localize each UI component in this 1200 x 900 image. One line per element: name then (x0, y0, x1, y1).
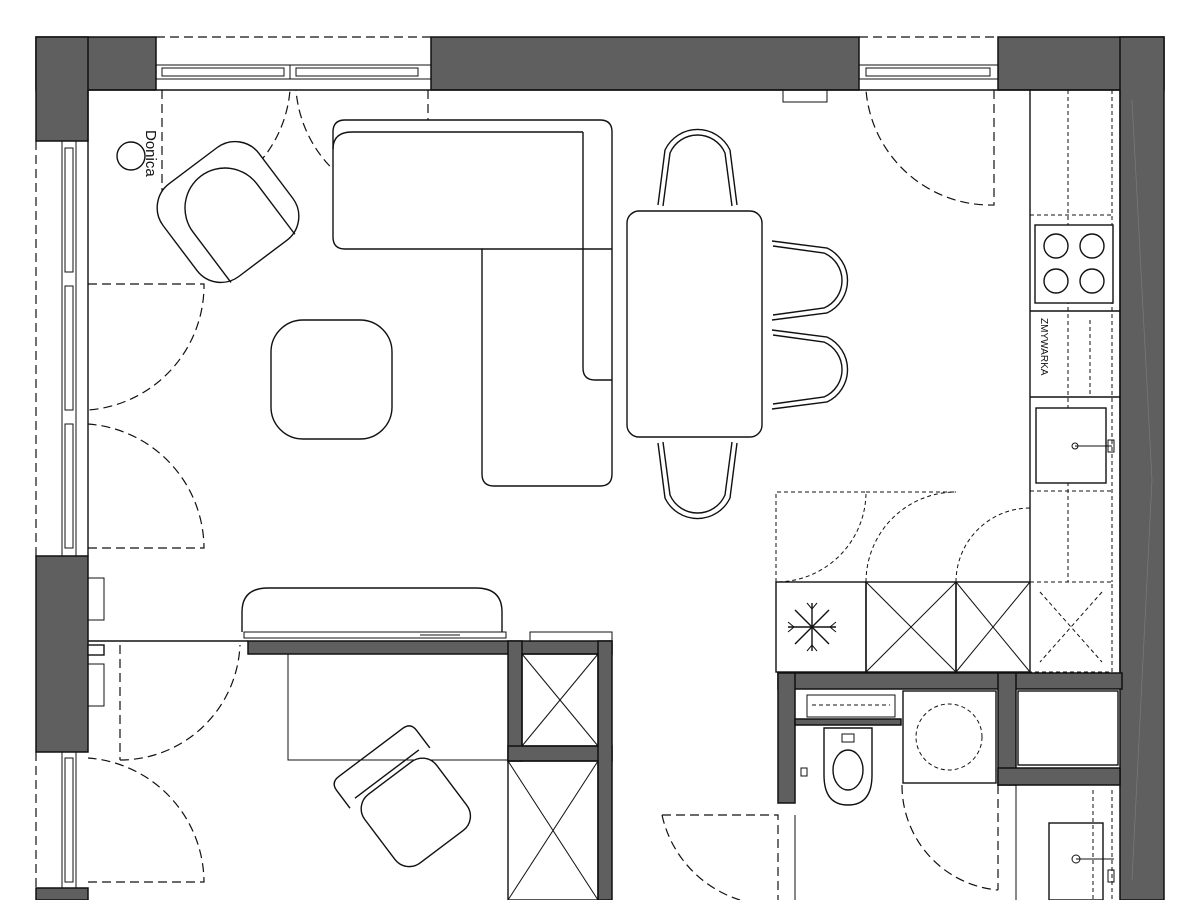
wall-hatching (1131, 99, 1153, 881)
wall-bathroom-ledge (794, 718, 902, 726)
planter: Donica (116, 130, 159, 177)
chair-bottom (657, 441, 738, 520)
wall-right-outer (1119, 36, 1165, 900)
wall-bathroom-top (777, 672, 1123, 690)
armchair (156, 140, 300, 284)
wall-bathroom-left (777, 672, 796, 804)
planter-label: Donica (142, 130, 159, 177)
windows (35, 36, 999, 889)
wall-partition-vertical (597, 640, 613, 900)
wall-box (782, 89, 828, 103)
washbasin (1048, 822, 1115, 900)
chair-right-1 (771, 240, 849, 321)
kitchen-cabinets (775, 491, 1113, 673)
wall-bathroom-mid-h (997, 767, 1121, 786)
wall-left-upper (35, 36, 89, 142)
dishwasher-label: ZMYWARKA (1038, 318, 1049, 376)
ottoman (270, 319, 393, 440)
cooktop (1034, 224, 1114, 304)
kitchen-sink (1035, 407, 1115, 484)
walls (35, 36, 1165, 900)
sofa (332, 119, 613, 487)
dining-set (626, 128, 849, 520)
wall-top-middle (430, 36, 860, 91)
shaft (1017, 690, 1119, 766)
desk (287, 653, 509, 761)
dining-table (626, 210, 763, 438)
radiator (241, 587, 503, 632)
wall-partition-step-h (507, 745, 613, 762)
inner-outline (87, 89, 1121, 900)
toilet (823, 727, 873, 806)
snowflake-icon (787, 602, 837, 652)
bathroom (661, 690, 1119, 900)
wall-left-bottom (35, 887, 89, 900)
wall-partition-step (507, 640, 523, 762)
wall-partition-horizontal (247, 640, 613, 655)
washing-machine (902, 690, 997, 784)
wall-left-middle (35, 555, 89, 753)
bedroom (87, 577, 613, 900)
desk-chair (333, 725, 472, 868)
chair-top (657, 128, 738, 207)
kitchen-counter: ZMYWARKA (1029, 90, 1120, 582)
chair-right-2 (771, 329, 849, 410)
